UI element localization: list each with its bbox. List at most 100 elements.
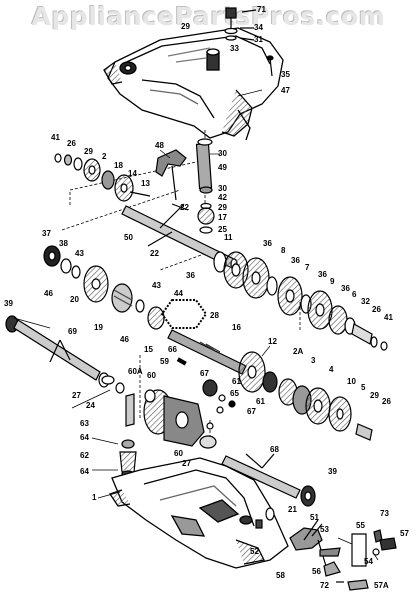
label-54: 54: [364, 557, 373, 566]
label-35: 35: [281, 70, 290, 79]
label-61: 61: [232, 377, 241, 386]
label-67: 67: [200, 369, 209, 378]
label-63: 63: [80, 419, 89, 428]
label-53: 53: [320, 525, 329, 534]
part-labels: 71 29 34 31 33 35 47 41 26 29 2 18 14 13…: [4, 5, 409, 590]
label-30: 30: [218, 149, 227, 158]
label-60A: 60A: [128, 367, 143, 376]
upper-housing-drawing: [103, 27, 284, 141]
label-30: 30: [218, 184, 227, 193]
label-17: 17: [218, 213, 227, 222]
label-39: 39: [328, 467, 337, 476]
label-11: 11: [224, 233, 233, 242]
leader-lines: [13, 89, 379, 561]
lower-housing-drawing: [108, 457, 289, 569]
label-22: 22: [180, 203, 189, 212]
label-46: 46: [120, 335, 129, 344]
label-57A: 57A: [374, 581, 389, 590]
label-66: 66: [168, 345, 177, 354]
label-27: 27: [182, 459, 191, 468]
label-32: 32: [361, 297, 370, 306]
label-36: 36: [341, 284, 350, 293]
label-24: 24: [86, 401, 95, 410]
label-50: 50: [124, 233, 133, 242]
label-28: 28: [210, 311, 219, 320]
label-19: 19: [94, 323, 103, 332]
label-34: 34: [254, 23, 263, 32]
label-12: 12: [268, 337, 277, 346]
label-64: 64: [80, 433, 89, 442]
label-43: 43: [152, 281, 161, 290]
label-16: 16: [232, 323, 241, 332]
label-61: 61: [256, 397, 265, 406]
label-39: 39: [4, 299, 13, 308]
top-fasteners-drawing: [224, 7, 274, 77]
label-51: 51: [310, 513, 319, 522]
label-29: 29: [181, 22, 190, 31]
label-73: 73: [380, 509, 389, 518]
label-29: 29: [370, 391, 379, 400]
label-36: 36: [318, 270, 327, 279]
label-15: 15: [144, 345, 153, 354]
label-71: 71: [257, 5, 266, 14]
label-57: 57: [400, 529, 409, 538]
label-69: 69: [68, 327, 77, 336]
label-29: 29: [84, 147, 93, 156]
label-67: 67: [247, 407, 256, 416]
label-26: 26: [382, 397, 391, 406]
label-72: 72: [320, 581, 329, 590]
label-8: 8: [281, 246, 286, 255]
label-36: 36: [291, 256, 300, 265]
label-31: 31: [254, 35, 263, 44]
right-gear-stack-drawing: [213, 251, 388, 351]
shaft-68-drawing: [221, 453, 316, 507]
label-58: 58: [276, 571, 285, 580]
label-36: 36: [186, 271, 195, 280]
left-upper-gear-cluster-drawing: [54, 153, 151, 202]
label-43: 43: [75, 249, 84, 258]
label-27: 27: [72, 391, 81, 400]
label-65: 65: [230, 389, 239, 398]
label-36: 36: [263, 239, 272, 248]
label-46: 46: [44, 289, 53, 298]
label-33: 33: [230, 44, 239, 53]
shift-linkage-drawing: [255, 507, 341, 577]
label-60: 60: [147, 371, 156, 380]
label-59: 59: [160, 357, 169, 366]
differential-drawing: [101, 357, 236, 478]
label-68: 68: [270, 445, 279, 454]
label-55: 55: [356, 521, 365, 530]
label-26: 26: [372, 305, 381, 314]
label-3: 3: [311, 356, 316, 365]
label-25: 25: [218, 225, 227, 234]
label-47: 47: [281, 86, 290, 95]
label-56: 56: [312, 567, 321, 576]
label-14: 14: [128, 169, 137, 178]
right-small-parts-drawing: [336, 529, 397, 591]
left-middle-cluster-drawing: [43, 245, 208, 330]
label-7: 7: [305, 263, 310, 272]
label-22: 22: [150, 249, 159, 258]
label-6: 6: [352, 290, 357, 299]
label-13: 13: [141, 179, 150, 188]
label-38: 38: [59, 239, 68, 248]
label-29: 29: [218, 203, 227, 212]
label-62: 62: [80, 451, 89, 460]
label-64: 64: [80, 467, 89, 476]
label-44: 44: [174, 289, 183, 298]
label-2: 2: [102, 152, 107, 161]
label-41: 41: [51, 133, 60, 142]
label-41: 41: [384, 313, 393, 322]
label-26: 26: [67, 139, 76, 148]
label-4: 4: [329, 365, 334, 374]
label-48: 48: [155, 141, 164, 150]
label-49: 49: [218, 163, 227, 172]
label-42: 42: [218, 193, 227, 202]
label-2A: 2A: [293, 347, 303, 356]
label-18: 18: [114, 161, 123, 170]
label-5: 5: [361, 383, 366, 392]
lower-shaft-gears-drawing: [167, 329, 373, 441]
label-21: 21: [288, 505, 297, 514]
